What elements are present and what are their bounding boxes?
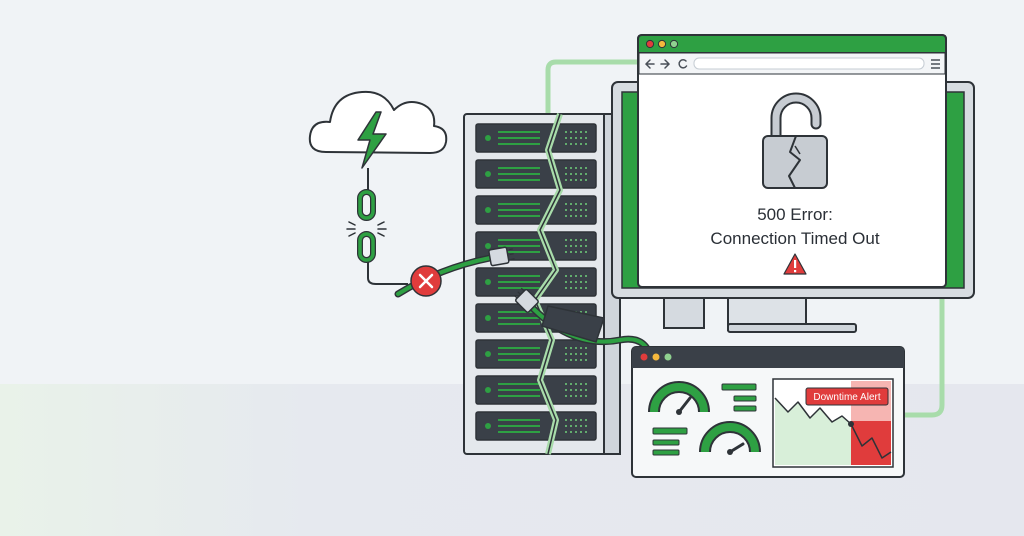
gauge-icon: [699, 421, 761, 455]
cable-plug-left: [488, 246, 515, 267]
status-led: [485, 279, 491, 285]
monitoring-dashboard: Downtime Alert: [631, 346, 905, 478]
nav-icons: [644, 59, 688, 69]
status-led: [485, 315, 491, 321]
window-maximize-dot: [669, 39, 679, 49]
connector-paths: [545, 59, 945, 418]
status-led: [485, 351, 491, 357]
rack-unit: [475, 411, 597, 441]
cable-plug-right: [513, 287, 539, 313]
gauge-icon: [648, 381, 710, 415]
forward-arrow-icon: [660, 59, 671, 69]
rack-unit: [475, 195, 597, 225]
window-close-dot: [645, 39, 655, 49]
status-led: [485, 171, 491, 177]
rack-unit: [475, 267, 597, 297]
address-bar: [693, 57, 925, 70]
browser-window: 500 Error: Connection Timed Out: [637, 34, 947, 288]
back-arrow-icon: [644, 59, 655, 69]
metric-bars: [652, 383, 757, 456]
server-rack: [463, 113, 621, 455]
dashboard-close-dot: [640, 353, 648, 361]
error-message-text: Connection Timed Out: [710, 229, 879, 248]
dashboard-minimize-dot: [652, 353, 660, 361]
status-led: [485, 135, 491, 141]
lightning-icon: [357, 111, 387, 169]
downtime-alert-label: Downtime Alert: [813, 392, 880, 403]
window-minimize-dot: [657, 39, 667, 49]
downtime-chart: Downtime Alert: [772, 378, 894, 468]
reload-icon: [678, 59, 688, 69]
status-led: [485, 423, 491, 429]
status-led: [485, 243, 491, 249]
rack-unit: [475, 339, 597, 369]
broken-chain-icon: [346, 189, 387, 263]
cloud-icon: [308, 90, 448, 154]
warning-triangle-icon: [783, 253, 807, 275]
rack-unit: [475, 159, 597, 189]
broken-padlock-icon: [762, 92, 828, 189]
menu-icon: [931, 59, 940, 69]
error-x-icon: [410, 265, 442, 297]
rack-unit: [475, 375, 597, 405]
downtime-alert-badge: [805, 387, 889, 406]
status-led: [485, 387, 491, 393]
dashboard-maximize-dot: [664, 353, 672, 361]
disconnected-module: [541, 305, 605, 343]
status-led: [485, 207, 491, 213]
rack-unit: [475, 123, 597, 153]
error-code-text: 500 Error:: [757, 205, 833, 224]
